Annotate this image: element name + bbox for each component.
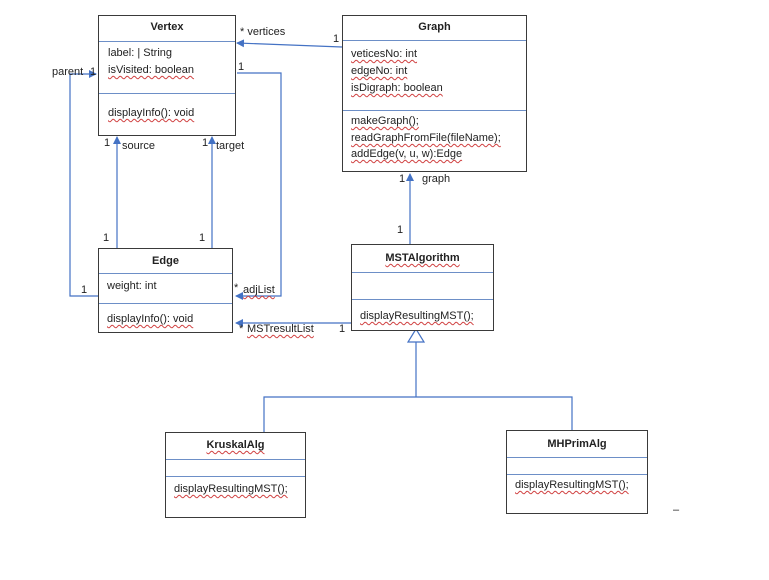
source-edge-multiplicity: 1 [103, 232, 110, 244]
graph-role-label: graph [422, 173, 451, 185]
graph-attribute-veticesno: veticesNo: int [351, 48, 418, 60]
parent-role-label: parent [52, 66, 84, 78]
graph-attributes-divider [343, 110, 526, 111]
kruskalalg-operation-displayresultingmst: displayResultingMST(); [174, 483, 288, 495]
vertex-class[interactable]: Vertex label: | String isVisited: boolea… [98, 15, 236, 136]
kruskalalg-attributes-divider [166, 476, 305, 477]
graph-operation-makegraph: makeGraph(); [351, 115, 419, 127]
graph-attribute-isdigraph: isDigraph: boolean [351, 82, 443, 94]
parent-edge-multiplicity: 1 [81, 284, 88, 296]
target-edge-multiplicity: 1 [199, 232, 206, 244]
adjlist-association [235, 72, 282, 300]
vertex-class-name: Vertex [150, 21, 184, 33]
mstalgorithm-operation-displayresultingmst: displayResultingMST(); [360, 310, 474, 322]
vertex-name-divider [99, 41, 235, 42]
graph-operation-readgraphfromfile: readGraphFromFile(fileName); [351, 132, 501, 144]
graph-class[interactable]: Graph veticesNo: int edgeNo: int isDigra… [342, 15, 527, 172]
target-vertex-multiplicity: 1 [202, 137, 209, 149]
mhprimalg-class-name: MHPrimAlg [547, 438, 607, 450]
graph-bottom-multiplicity: 1 [399, 173, 406, 185]
mstalgorithm-class[interactable]: MSTAlgorithm displayResultingMST(); [351, 244, 494, 331]
edge-class[interactable]: Edge weight: int displayInfo(): void [98, 248, 233, 333]
mstalgorithm-top-multiplicity: 1 [397, 224, 404, 236]
mstresultlist-algorithm-multiplicity: 1 [339, 323, 346, 335]
vertex-operation-displayinfo: displayInfo(): void [108, 107, 195, 119]
edge-attribute-weight: weight: int [107, 280, 157, 292]
kruskalalg-class-name: KruskalAlg [206, 439, 265, 451]
mhprimalg-name-divider [507, 457, 647, 458]
mhprimalg-class[interactable]: MHPrimAlg displayResultingMST(); [506, 430, 648, 514]
vertices-role-label: * vertices [240, 26, 286, 38]
parent-association [69, 70, 98, 297]
mstresultlist-role-label: MSTresultList [247, 323, 314, 335]
inheritance-branch [263, 396, 573, 432]
inheritance-triangle [406, 327, 426, 343]
mstalgorithm-name-divider [352, 272, 493, 273]
parent-vertex-multiplicity: 1 [90, 66, 97, 78]
mhprimalg-operation-displayresultingmst: displayResultingMST(); [515, 479, 629, 491]
adjlist-vertex-multiplicity: 1 [238, 61, 245, 73]
edge-attributes-divider [99, 303, 232, 304]
mstalgorithm-class-name: MSTAlgorithm [385, 252, 460, 264]
target-role-label: target [216, 140, 245, 152]
vertices-graph-multiplicity: 1 [333, 33, 340, 45]
mstalgorithm-attributes-divider [352, 299, 493, 300]
mhprimalg-attributes-divider [507, 474, 647, 475]
edge-class-name: Edge [152, 255, 179, 267]
vertex-attribute-isvisited: isVisited: boolean [108, 64, 195, 76]
stray-dash-mark: – [673, 504, 680, 516]
mstresultlist-multiplicity: * [239, 323, 244, 335]
vertex-attribute-label: label: | String [108, 47, 173, 59]
kruskalalg-name-divider [166, 459, 305, 460]
vertex-attributes-divider [99, 93, 235, 94]
graph-name-divider [343, 40, 526, 41]
source-role-label: source [122, 140, 156, 152]
vertices-association [236, 39, 343, 48]
adjlist-role-label: adjList [243, 284, 275, 296]
graph-class-name: Graph [418, 21, 451, 33]
graph-operation-addedge: addEdge(v, u, w):Edge [351, 148, 463, 160]
adjlist-multiplicity: * [234, 282, 239, 294]
kruskalalg-class[interactable]: KruskalAlg displayResultingMST(); [165, 432, 306, 518]
edge-name-divider [99, 273, 232, 274]
graph-attribute-edgeno: edgeNo: int [351, 65, 408, 77]
source-vertex-multiplicity: 1 [104, 137, 111, 149]
edge-operation-displayinfo: displayInfo(): void [107, 313, 194, 325]
